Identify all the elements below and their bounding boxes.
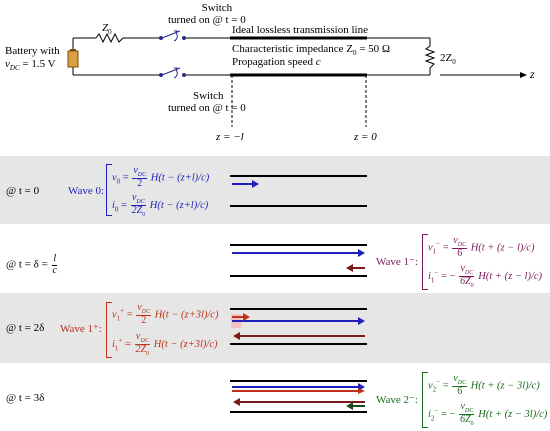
switch-bottom-label: Switch turned on @ t = 0 xyxy=(168,90,246,114)
step1-brace xyxy=(422,234,428,290)
battery-icon xyxy=(67,49,79,68)
load-resistor-icon xyxy=(424,45,436,69)
step3-brace xyxy=(422,372,428,428)
char-impedance-label: Characteristic impedance Z0 = 50 Ω xyxy=(232,43,391,58)
step2-wave-label: Wave 1⁺: xyxy=(60,323,102,335)
prop-speed-label: Propagation speed c xyxy=(232,56,321,68)
step-band-0 xyxy=(0,156,550,224)
step0-time: @ t = 0 xyxy=(6,185,40,197)
step3-wave-label: Wave 2⁻: xyxy=(376,394,418,406)
step2-lines xyxy=(230,308,367,345)
z-axis-arrowhead xyxy=(520,72,527,78)
switch-top-icon xyxy=(159,30,186,42)
step2-time: @ t = 2δ xyxy=(6,322,45,334)
z-minus-l-label: z = −l xyxy=(216,131,244,143)
step-band-2 xyxy=(0,293,550,363)
battery-label: Battery with vDC = 1.5 V xyxy=(5,45,60,73)
load-label: 2Z0 xyxy=(440,52,456,67)
switch-bottom-icon xyxy=(159,67,186,79)
circuit-wires xyxy=(72,37,431,76)
step3-time: @ t = 3δ xyxy=(6,392,45,404)
step1-wave-label: Wave 1⁻: xyxy=(376,256,418,268)
step1-lines xyxy=(230,244,367,277)
z0-label: Z0 xyxy=(102,22,112,37)
z-zero-label: z = 0 xyxy=(354,131,377,143)
z-axis-label: z xyxy=(530,67,535,81)
step2-brace xyxy=(106,302,112,358)
switch-top-label: Switch turned on @ t = 0 xyxy=(168,2,246,26)
step0-brace xyxy=(106,164,112,216)
tline-title: Ideal lossless transmission line xyxy=(232,24,368,36)
step0-wave-label: Wave 0: xyxy=(68,185,105,197)
step3-lines xyxy=(230,380,367,413)
step0-lines xyxy=(230,175,367,207)
resistor-z0-icon xyxy=(95,32,124,44)
